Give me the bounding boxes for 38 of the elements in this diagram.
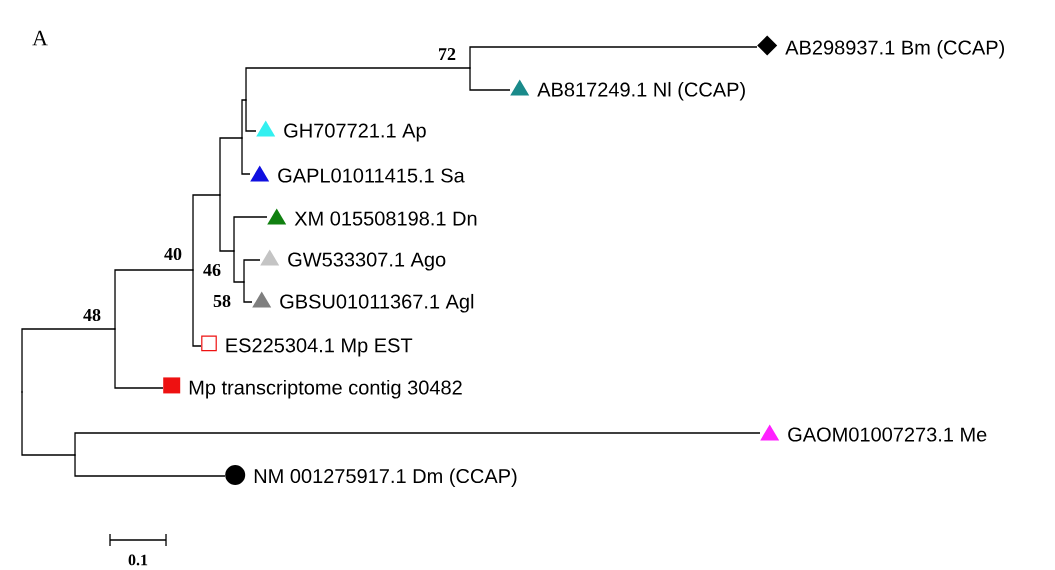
taxon-label: XM 015508198.1 Dn [267, 208, 477, 226]
tree-branch [21, 328, 116, 393]
bootstrap-value: 72 [439, 48, 456, 60]
taxon-label: NM 001275917.1 Dm (CCAP) [225, 464, 517, 488]
tree-branch [192, 194, 221, 271]
bootstrap-value: 40 [164, 247, 182, 261]
taxon-label: AB298937.1 Bm (CCAP) [757, 35, 1004, 59]
taxon-label: GBSU01011367.1 Agl [252, 291, 474, 313]
tree-branch [243, 281, 253, 303]
tree-branch [245, 99, 257, 132]
tree-branch [233, 216, 268, 252]
taxon-label: ES225304.1 Mp EST [201, 335, 413, 357]
bootstrap-value: 58 [213, 294, 231, 308]
tree-branch [219, 194, 235, 252]
tree-branch [219, 137, 243, 196]
tree-branch [241, 99, 247, 139]
tree-branch [114, 269, 194, 330]
scale-label: 0.1 [128, 554, 148, 566]
tree-branch [245, 67, 471, 101]
tree-branch [114, 328, 164, 389]
tree-branch [243, 259, 261, 283]
taxon-label: AB817249.1 Nl (CCAP) [510, 79, 745, 101]
taxon-label: GAPL01011415.1 Sa [250, 165, 465, 183]
taxon-label: Mp transcriptome contig 30482 [163, 377, 462, 399]
tree-branch [21, 391, 76, 456]
tree-branch [469, 67, 511, 91]
tree-branch [74, 432, 761, 456]
tree-branch [233, 250, 245, 283]
taxon-label: GW533307.1 Ago [260, 249, 446, 271]
bootstrap-value: 46 [203, 263, 221, 277]
tree-branch [469, 46, 758, 69]
tree-branch [192, 269, 202, 347]
panel-letter: A [32, 30, 48, 46]
tree-branch [74, 454, 226, 477]
taxon-label: GAOM01007273.1 Me [760, 424, 987, 442]
tree-branch [241, 137, 251, 175]
taxon-label: GH707721.1 Ap [256, 120, 426, 142]
bootstrap-value: 48 [83, 308, 101, 322]
